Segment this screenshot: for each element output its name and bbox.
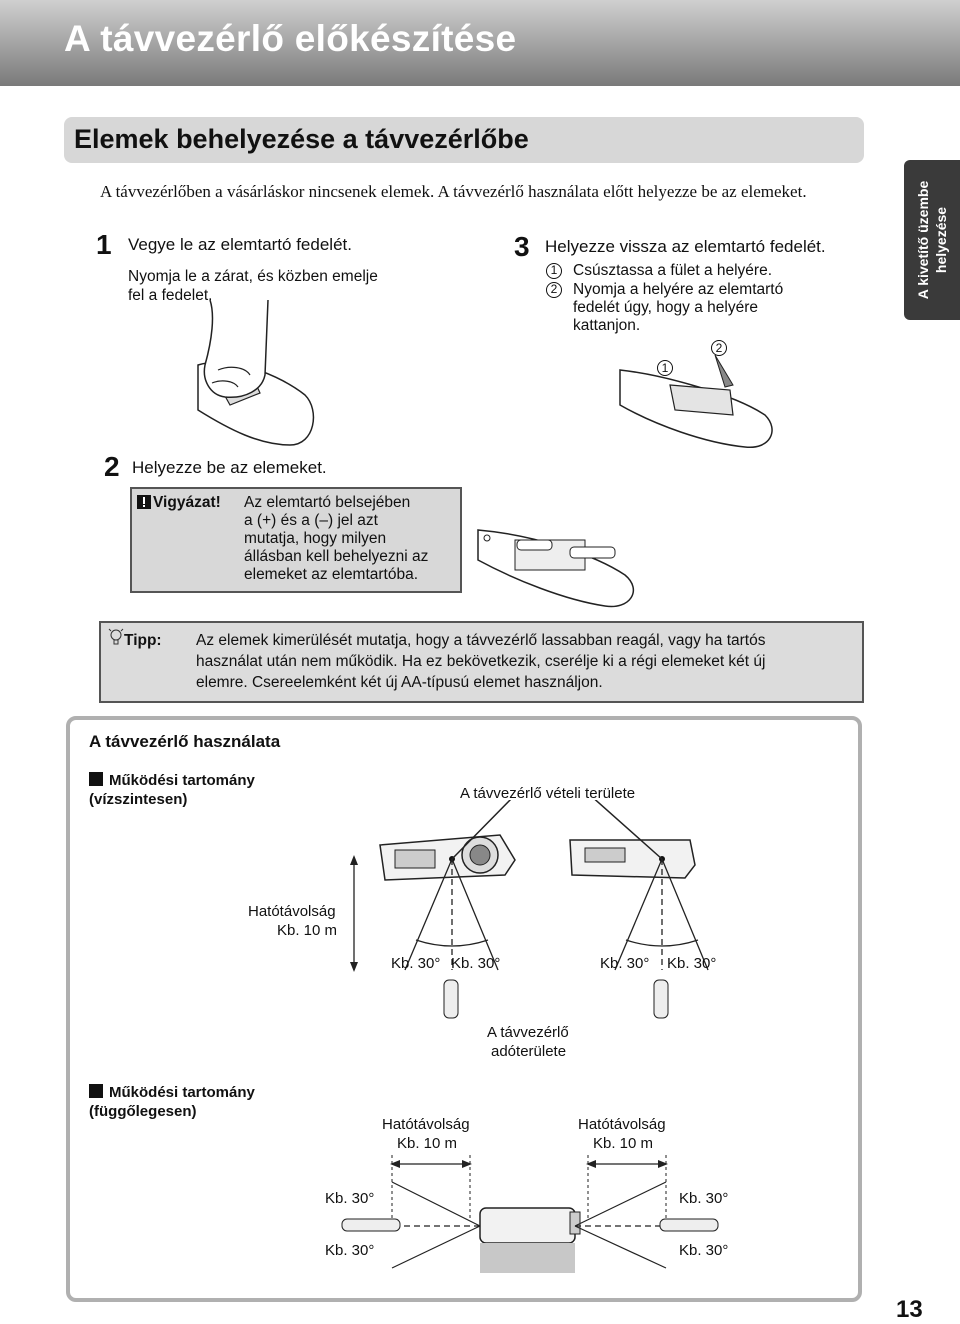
v-distance-value-left: Kb. 10 m [397, 1135, 458, 1152]
caution-line4: állásban kell behelyezni az [244, 548, 429, 565]
remove-cover-illustration [197, 299, 315, 446]
v-distance-value-right: Kb. 10 m [593, 1135, 654, 1152]
horizontal-range-diagram [350, 800, 709, 1019]
tip-label: Tipp: [124, 632, 162, 649]
transmitter-label-line2: adóterülete [491, 1043, 567, 1060]
h-angle-left-2: Kb. 30° [600, 955, 650, 972]
step1-text-line1: Nyomja le a zárat, és közben emelje [128, 268, 378, 285]
side-tab-line2: helyezése [933, 206, 949, 274]
usage-title: A távvezérlő használata [89, 732, 281, 751]
lightbulb-icon [108, 628, 124, 645]
step3-marker2-circle [546, 282, 562, 298]
step2-title: Helyezze be az elemeket. [132, 458, 327, 477]
page-header-band [0, 0, 960, 86]
receiver-area-label: A távvezérlő vételi területe [460, 785, 636, 802]
vertical-range-title-line1: Működési tartomány [89, 1083, 255, 1102]
side-tab-line1: A kivetítő üzembe [915, 180, 931, 300]
step3-marker1-circle [546, 263, 562, 279]
caution-line3: mutatja, hogy milyen [244, 530, 387, 547]
v-distance-label-right: Hatótávolság [578, 1116, 666, 1133]
tip-line1: Az elemek kimerülését mutatja, hogy a tá… [196, 632, 766, 649]
fig-label-1: 1 [661, 361, 669, 375]
bullet-square-icon [89, 772, 103, 786]
h-distance-label: Hatótávolság [248, 903, 336, 920]
v-angle-bottom-right: Kb. 30° [679, 1242, 729, 1259]
step3-sub2-line2: fedelét úgy, hogy a helyére [573, 299, 758, 316]
v-angle-bottom-left: Kb. 30° [325, 1242, 375, 1259]
caution-line2: a (+) és a (–) jel azt [244, 512, 378, 529]
step3-sub2-line3: kattanjon. [573, 317, 641, 334]
step2-number: 2 [104, 451, 120, 482]
step3-marker2: 2 [550, 282, 558, 296]
v-angle-top-right: Kb. 30° [679, 1190, 729, 1207]
tip-box [99, 621, 864, 703]
vertical-range-title-line2: (függőlegesen) [89, 1103, 197, 1120]
insert-batteries-illustration [477, 529, 635, 608]
remote-usage-panel [66, 716, 862, 1302]
section-heading-bar [64, 117, 864, 163]
step3-title: Helyezze vissza az elemtartó fedelét. [545, 237, 826, 256]
h-distance-value: Kb. 10 m [277, 922, 338, 939]
horizontal-range-title-line2: (vízszintesen) [89, 791, 188, 808]
v-angle-top-left: Kb. 30° [325, 1190, 375, 1207]
page-title: A távvezérlő előkészítése [64, 18, 517, 59]
caution-line5: elemeket az elemtartóba. [244, 566, 419, 583]
transmitter-label-line1: A távvezérlő [487, 1024, 569, 1041]
step3-number: 3 [514, 231, 530, 262]
h-angle-right-2: Kb. 30° [667, 955, 717, 972]
caution-label: Vigyázat! [153, 494, 221, 511]
section-title: Elemek behelyezése a távvezérlőbe [74, 124, 529, 154]
tip-line2: használat után nem működik. Ha ez beköve… [196, 653, 766, 670]
fig-label-2: 2 [715, 341, 723, 355]
v-distance-label-left: Hatótávolság [382, 1116, 470, 1133]
page-number: 13 [896, 1296, 923, 1323]
h-angle-right-1: Kb. 30° [451, 955, 501, 972]
step1-number: 1 [96, 229, 112, 260]
tip-line3: elemre. Csereelemként két új AA-típusú e… [196, 674, 603, 691]
intro-paragraph: A távvezérlőben a vásárláskor nincsenek … [100, 182, 807, 201]
caution-line1: Az elemtartó belsejében [244, 494, 411, 511]
step1-title: Vegye le az elemtartó fedelét. [128, 235, 352, 254]
replace-cover-illustration [619, 340, 773, 448]
step3-sub1: Csúsztassa a fület a helyére. [573, 262, 773, 279]
horizontal-range-title-line1: Működési tartomány [89, 771, 255, 790]
vertical-range-diagram [341, 1155, 719, 1273]
step3-sub2-line1: Nyomja a helyére az elemtartó [573, 281, 784, 298]
caution-icon [137, 495, 151, 509]
caution-box [130, 487, 462, 593]
step3-marker1: 1 [550, 263, 558, 277]
bullet-square-icon [89, 1084, 103, 1098]
step1-text-line2: fel a fedelet. [128, 287, 213, 304]
h-angle-left-1: Kb. 30° [391, 955, 441, 972]
